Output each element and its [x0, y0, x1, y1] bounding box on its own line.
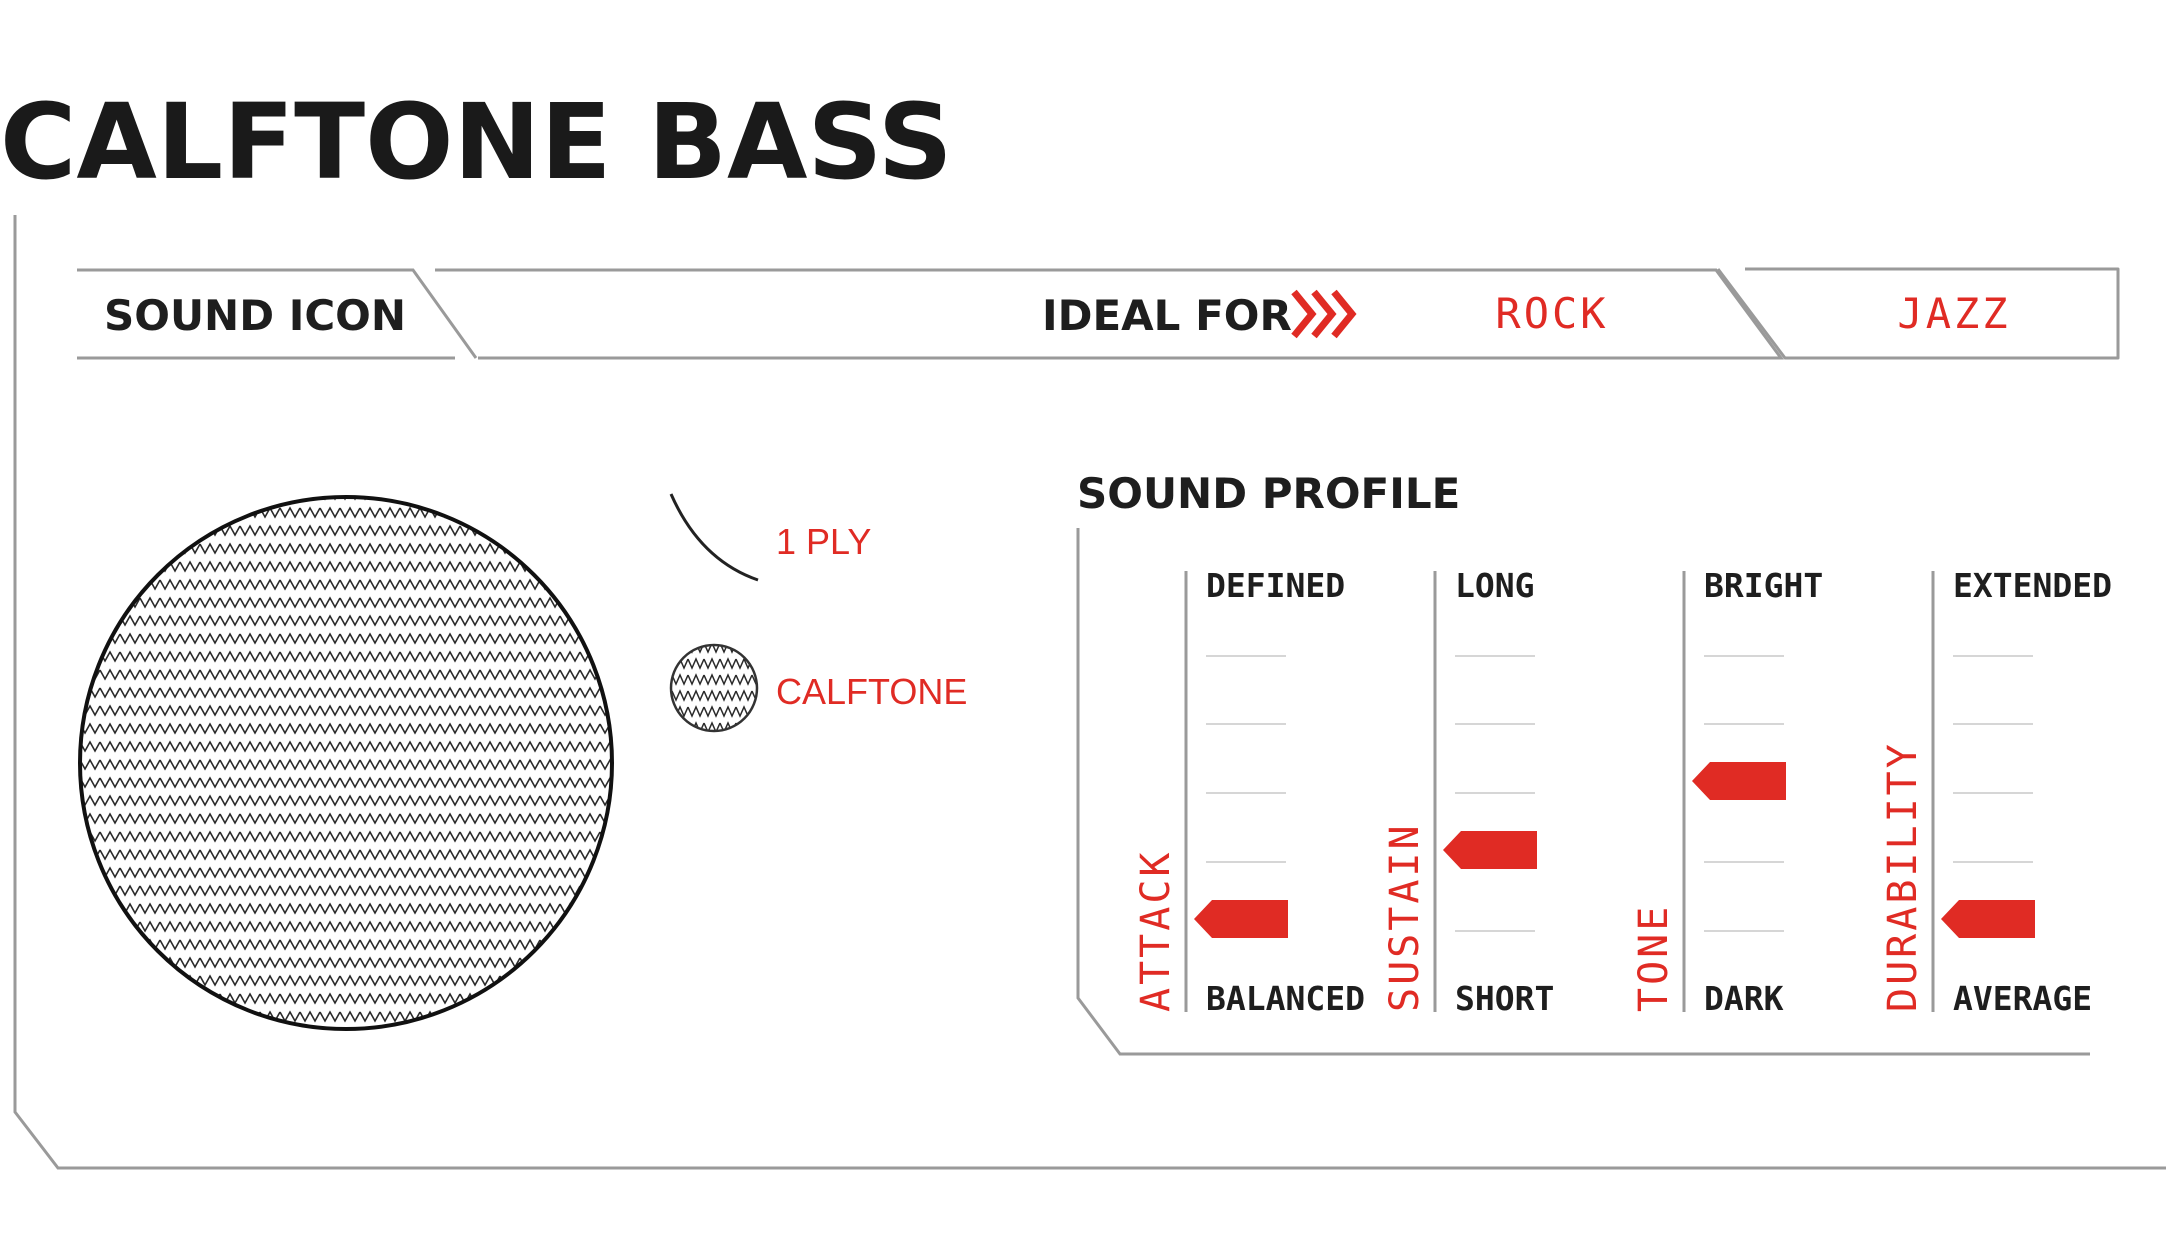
outer-frame	[13, 215, 2166, 1170]
meter-bottom-label: DARK	[1704, 979, 1784, 1018]
meter-tone: BRIGHT DARK TONE	[1631, 566, 1823, 1018]
meter-axis-label: SUSTAIN	[1382, 822, 1428, 1012]
meter-axis-label: DURABILITY	[1880, 741, 1926, 1012]
meter-level-marker	[1941, 900, 2035, 938]
meter-attack: DEFINED BALANCED ATTACK	[1133, 566, 1365, 1018]
jazz-tab: JAZZ	[1716, 267, 2120, 360]
meter-top-label: LONG	[1455, 566, 1534, 605]
genre-jazz: JAZZ	[1897, 289, 2010, 338]
ideal-for-label: IDEAL FOR	[1042, 291, 1292, 340]
meter-bottom-label: SHORT	[1455, 979, 1554, 1018]
meter-level-marker	[1443, 831, 1537, 869]
sound-icon-tab: SOUND ICON	[77, 268, 478, 360]
material-label: CALFTONE	[776, 671, 967, 712]
page-title: CALFTONE BASS	[0, 81, 953, 203]
meter-top-label: EXTENDED	[1953, 566, 2112, 605]
drumhead-sound-icon	[78, 495, 614, 1031]
ply-label: 1 PLY	[776, 521, 871, 562]
meter-sustain: LONG SHORT SUSTAIN	[1382, 566, 1554, 1018]
meters: DEFINED BALANCED ATTACK LONG SHORT SUSTAIN BRI…	[1133, 566, 2112, 1018]
meter-durability: EXTENDED AVERAGE DURABILITY	[1880, 566, 2112, 1018]
meter-axis-label: ATTACK	[1133, 850, 1179, 1013]
triple-chevron-icon	[1291, 289, 1357, 339]
legend: 1 PLY CALFTONE	[669, 493, 967, 733]
sound-icon-label: SOUND ICON	[104, 291, 406, 340]
meter-level-marker	[1194, 900, 1288, 938]
calftone-swatch-icon	[669, 643, 759, 733]
meter-level-marker	[1692, 762, 1786, 800]
genre-rock: ROCK	[1495, 289, 1608, 338]
meter-axis-label: TONE	[1631, 904, 1677, 1012]
meter-bottom-label: BALANCED	[1206, 979, 1365, 1018]
sound-profile-frame	[1076, 528, 2090, 1056]
meter-bottom-label: AVERAGE	[1953, 979, 2092, 1018]
meter-top-label: BRIGHT	[1704, 566, 1823, 605]
meter-top-label: DEFINED	[1206, 566, 1345, 605]
ideal-for-tab: IDEAL FOR ROCK	[435, 268, 1784, 360]
ply-arc-icon	[669, 493, 759, 582]
sound-profile-title: SOUND PROFILE	[1077, 469, 1460, 518]
sound-profile: SOUND PROFILE DEFINED BALANCED ATTACK LONG S…	[1076, 469, 2112, 1056]
